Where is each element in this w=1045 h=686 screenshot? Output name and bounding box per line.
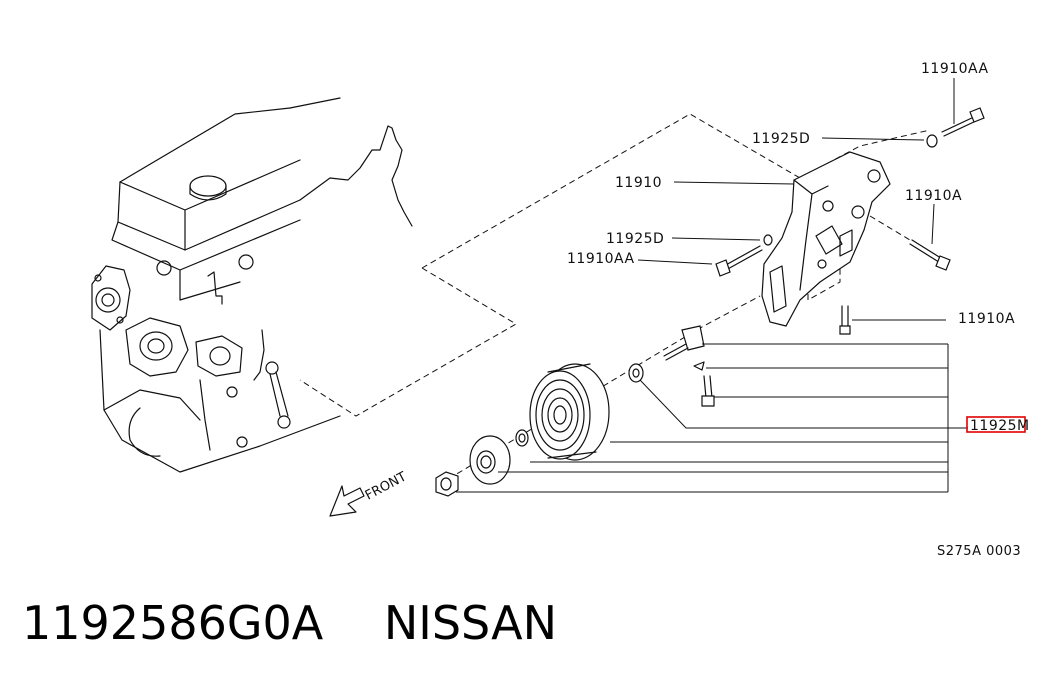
callout-11925M-highlight (966, 416, 1026, 433)
engine-block-drawing (91, 97, 413, 473)
callout-11910A-upper[interactable]: 11910A (905, 188, 962, 204)
callout-11925D-top[interactable]: 11925D (752, 131, 810, 147)
callout-11910A-lower[interactable]: 11910A (958, 311, 1015, 327)
drawing-code: S275A 0003 (937, 544, 1021, 559)
part-footer: 1192586G0A NISSAN (22, 596, 557, 656)
leader-lines (456, 78, 968, 493)
callout-11910AA-mid[interactable]: 11910AA (567, 251, 635, 267)
callout-11910[interactable]: 11910 (615, 175, 662, 191)
callout-11925D-mid[interactable]: 11925D (606, 231, 664, 247)
part-number: 1192586G0A (22, 596, 324, 650)
callout-11925M[interactable]: 11925M (970, 418, 1030, 434)
idler-bracket (761, 151, 891, 327)
front-arrow: FRONT (329, 469, 409, 517)
fasteners (628, 107, 985, 407)
idler-pulley (435, 363, 610, 497)
front-label: FRONT (363, 469, 409, 503)
callout-11910AA-top[interactable]: 11910AA (921, 61, 989, 77)
brand-name: NISSAN (383, 596, 557, 650)
